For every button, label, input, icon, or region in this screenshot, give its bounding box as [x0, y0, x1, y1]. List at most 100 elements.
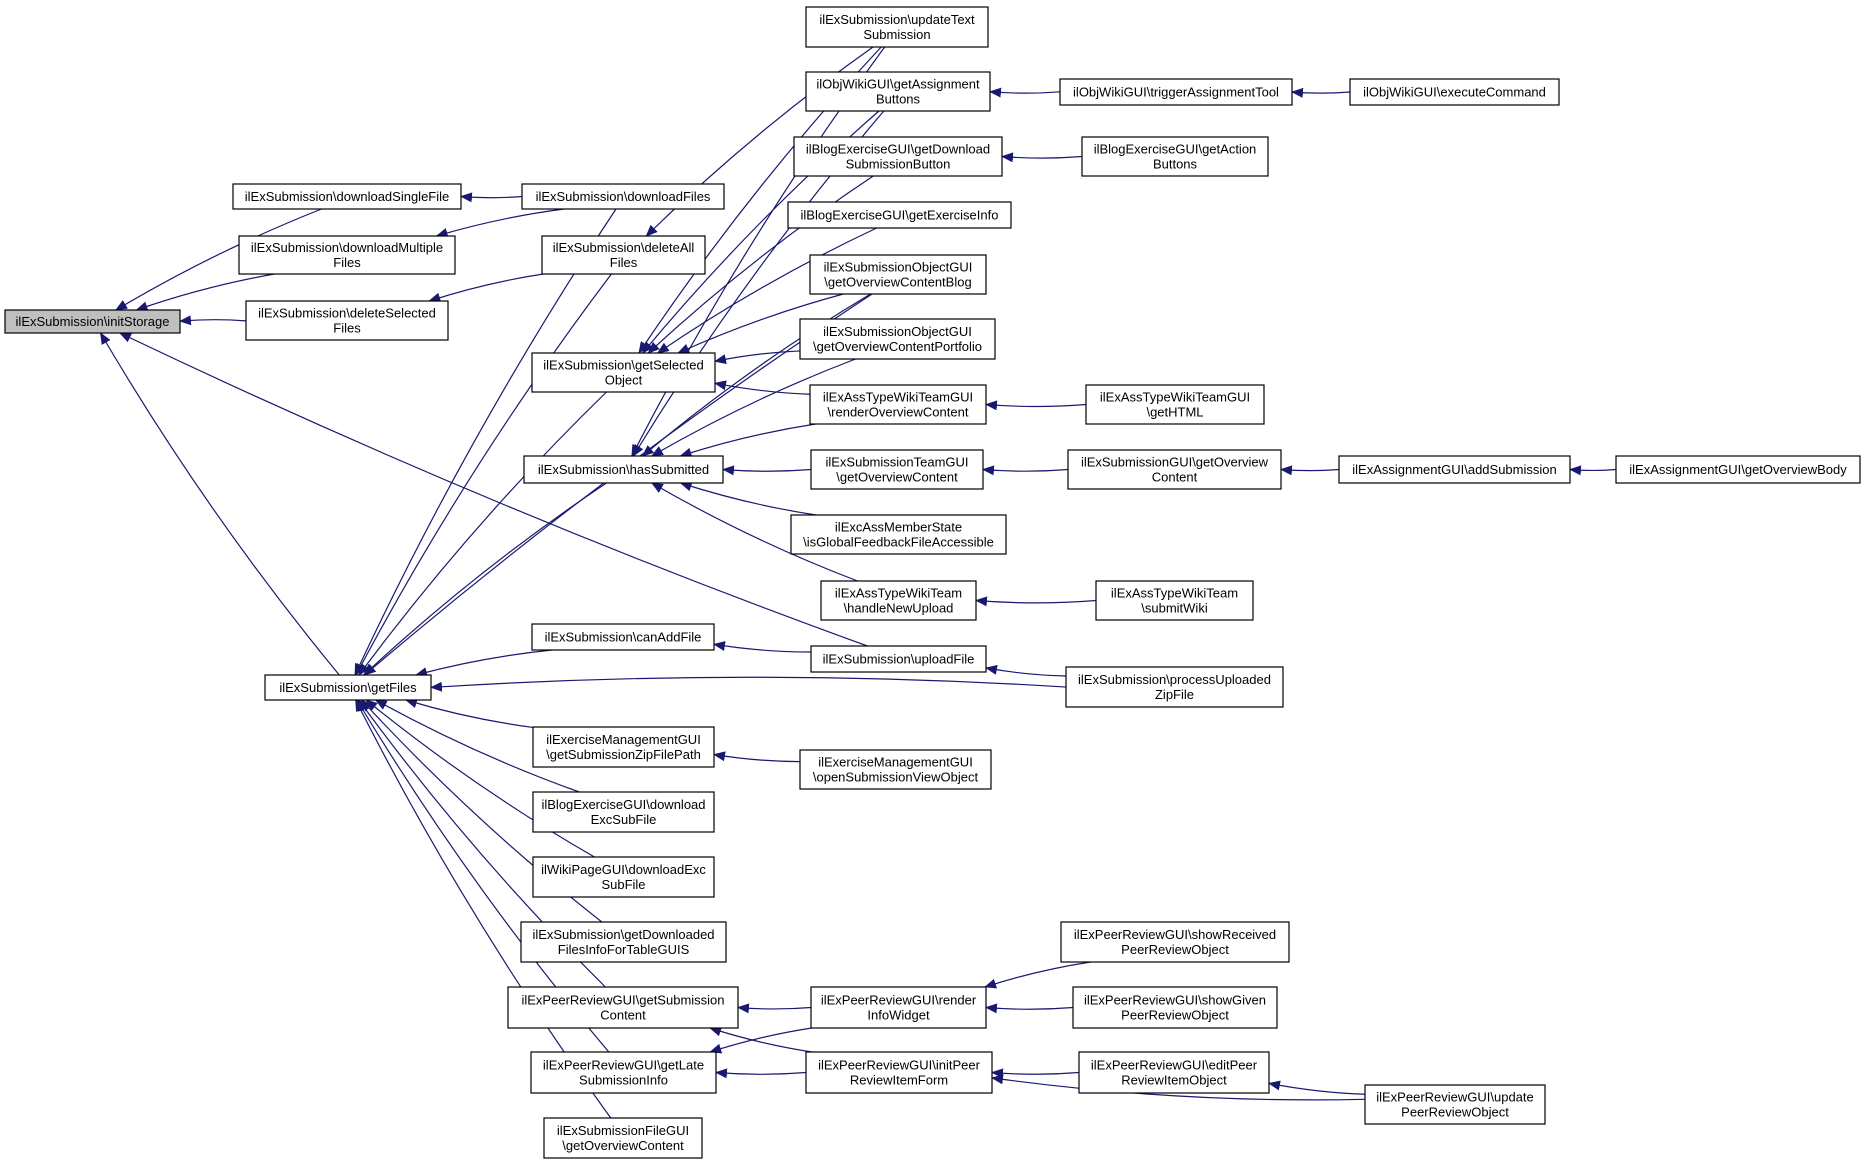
edge-process-uploaded-zip-file-to-upload-file: [985, 664, 1067, 677]
node-box: [809, 384, 987, 425]
node-download-files[interactable]: ilExSubmission\downloadFiles: [521, 183, 725, 210]
node-label: Content: [1152, 470, 1198, 485]
node-box: [232, 183, 462, 210]
node-label: ilExSubmission\downloadFiles: [536, 189, 711, 204]
edge-execute-command-to-trigger-assignment-tool: [1291, 87, 1351, 98]
node-get-files[interactable]: ilExSubmission\getFiles: [264, 674, 432, 701]
node-get-submission-zip-file-path[interactable]: ilExerciseManagementGUI\getSubmissionZip…: [532, 726, 715, 768]
node-label: ilExSubmission\downloadSingleFile: [245, 189, 450, 204]
edge-can-add-file-to-get-files: [415, 649, 553, 677]
node-box: [264, 674, 432, 701]
node-label: \renderOverviewContent: [828, 405, 969, 420]
node-label: ilExcAssMemberState: [835, 520, 962, 535]
node-box: [245, 300, 449, 341]
node-box: [1065, 666, 1284, 708]
node-get-overview-body[interactable]: ilExAssignmentGUI\getOverviewBody: [1615, 455, 1861, 484]
node-label: ilExerciseManagementGUI: [546, 732, 701, 747]
node-label: Object: [605, 373, 643, 388]
node-label: ilBlogExerciseGUI\download: [541, 797, 705, 812]
node-box: [810, 645, 987, 673]
node-label: Content: [600, 1008, 646, 1023]
node-label: ilExSubmission\canAddFile: [545, 630, 702, 645]
node-box: [1338, 455, 1571, 484]
edge-upload-file-to-init-storage: [119, 332, 868, 647]
node-open-submission-view-object[interactable]: ilExerciseManagementGUI\openSubmissionVi…: [799, 749, 992, 790]
edge-edit-peer-review-item-object-to-init-peer-review-item-form: [991, 1068, 1080, 1079]
node-can-add-file[interactable]: ilExSubmission\canAddFile: [531, 623, 715, 651]
node-label: ilExAssTypeWikiTeamGUI: [1100, 390, 1250, 405]
node-label: Files: [333, 255, 361, 270]
node-label: \getOverviewContent: [562, 1138, 684, 1153]
node-has-submitted[interactable]: ilExSubmission\hasSubmitted: [523, 455, 724, 484]
node-label: PeerReviewObject: [1121, 942, 1229, 957]
node-box: [790, 514, 1007, 555]
edge-download-files-to-download-single-file: [460, 192, 523, 203]
node-execute-command[interactable]: ilObjWikiGUI\executeCommand: [1349, 78, 1560, 106]
node-label: PeerReviewObject: [1401, 1105, 1509, 1120]
node-is-global-feedback-file-accessible[interactable]: ilExcAssMemberState\isGlobalFeedbackFile…: [790, 514, 1007, 555]
node-edit-peer-review-item-object[interactable]: ilExPeerReviewGUI\editPeerReviewItemObje…: [1078, 1051, 1270, 1094]
node-label: ilExSubmission\hasSubmitted: [538, 462, 709, 477]
node-box: [531, 352, 716, 393]
node-handle-new-upload[interactable]: ilExAssTypeWikiTeam\handleNewUpload: [820, 580, 977, 621]
node-init-storage[interactable]: ilExSubmission\initStorage: [4, 309, 181, 334]
node-get-overview-content-portfolio[interactable]: ilExSubmissionObjectGUI\getOverviewConte…: [799, 318, 996, 360]
edge-download-single-file-to-init-storage: [115, 208, 322, 311]
edge-handle-new-upload-to-has-submitted: [650, 482, 858, 582]
node-file-gui-get-overview-content[interactable]: ilExSubmissionFileGUI\getOverviewContent: [543, 1117, 703, 1159]
node-show-given-peer-review-object[interactable]: ilExPeerReviewGUI\showGivenPeerReviewObj…: [1072, 986, 1278, 1029]
node-label: ilExSubmission\getSelected: [543, 358, 703, 373]
node-add-submission[interactable]: ilExAssignmentGUI\addSubmission: [1338, 455, 1571, 484]
node-submit-wiki[interactable]: ilExAssTypeWikiTeam\submitWiki: [1095, 580, 1254, 621]
node-get-overview-content-blog[interactable]: ilExSubmissionObjectGUI\getOverviewConte…: [809, 254, 987, 295]
node-label: ilExSubmission\uploadFile: [823, 652, 975, 667]
node-box: [1349, 78, 1560, 106]
node-trigger-assignment-tool[interactable]: ilObjWikiGUI\triggerAssignmentTool: [1059, 78, 1293, 106]
node-label: ExcSubFile: [591, 812, 657, 827]
node-label: ilExAssignmentGUI\addSubmission: [1352, 462, 1556, 477]
node-box: [805, 1051, 993, 1094]
node-label: ilExAssTypeWikiTeamGUI: [823, 390, 973, 405]
node-label: ilExAssTypeWikiTeam: [835, 586, 962, 601]
node-get-download-submission-button[interactable]: ilBlogExerciseGUI\getDownloadSubmissionB…: [793, 136, 1003, 177]
node-label: ilExAssignmentGUI\getOverviewBody: [1629, 462, 1847, 477]
node-get-html[interactable]: ilExAssTypeWikiTeamGUI\getHTML: [1085, 384, 1265, 425]
node-label: \openSubmissionViewObject: [813, 770, 979, 785]
edge-team-gui-get-overview-content-to-has-submitted: [722, 465, 812, 476]
node-upload-file[interactable]: ilExSubmission\uploadFile: [810, 645, 987, 673]
node-download-single-file[interactable]: ilExSubmission\downloadSingleFile: [232, 183, 462, 210]
node-get-downloaded-files-info[interactable]: ilExSubmission\getDownloadedFilesInfoFor…: [520, 921, 727, 963]
edge-delete-all-files-to-delete-selected-files: [428, 273, 544, 303]
node-box: [1364, 1084, 1546, 1125]
node-submission-gui-get-overview-content[interactable]: ilExSubmissionGUI\getOverviewContent: [1067, 449, 1282, 490]
node-box: [543, 1117, 703, 1159]
node-box: [805, 71, 991, 112]
node-show-received-peer-review-object[interactable]: ilExPeerReviewGUI\showReceivedPeerReview…: [1060, 921, 1290, 963]
node-box: [541, 235, 706, 275]
node-team-gui-get-overview-content[interactable]: ilExSubmissionTeamGUI\getOverviewContent: [810, 449, 984, 490]
node-get-exercise-info[interactable]: ilBlogExerciseGUI\getExerciseInfo: [787, 201, 1012, 229]
edge-download-files-to-download-multiple-files: [435, 208, 565, 238]
edge-trigger-assignment-tool-to-get-assignment-buttons: [989, 87, 1061, 98]
edge-is-global-feedback-file-accessible-to-has-submitted: [679, 481, 817, 516]
node-render-overview-content[interactable]: ilExAssTypeWikiTeamGUI\renderOverviewCon…: [809, 384, 987, 425]
node-label: ilExSubmission\downloadMultiple: [251, 240, 443, 255]
node-label: ilExPeerReviewGUI\showGiven: [1084, 993, 1266, 1008]
node-label: FilesInfoForTableGUIS: [558, 942, 690, 957]
edge-show-received-peer-review-object-to-render-info-widget: [984, 961, 1091, 989]
